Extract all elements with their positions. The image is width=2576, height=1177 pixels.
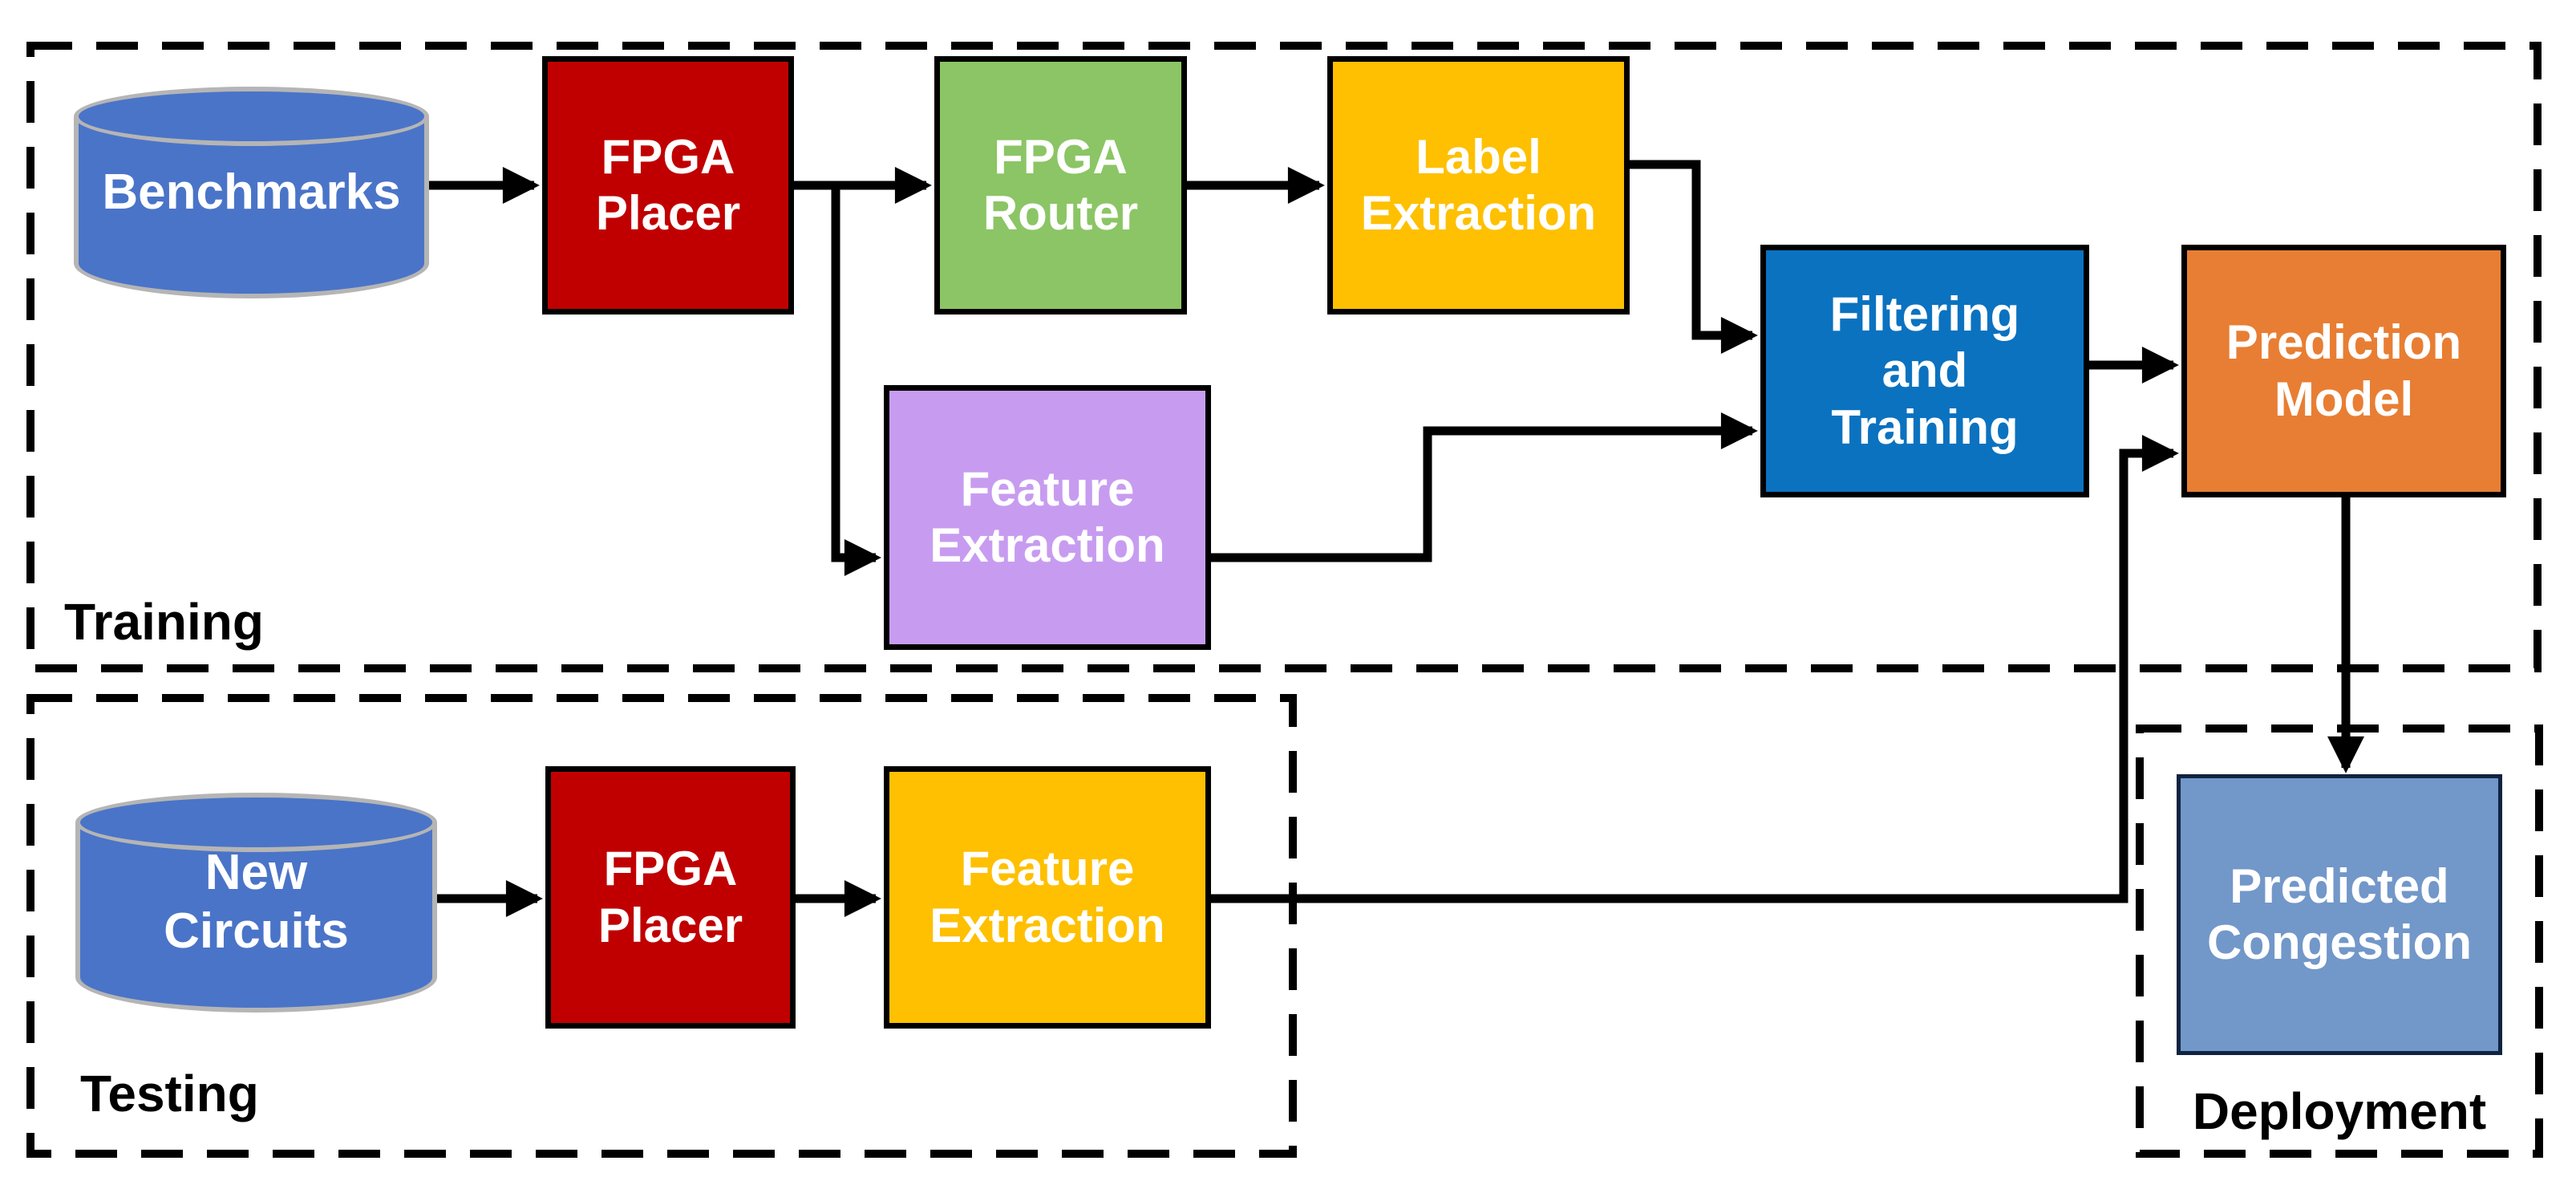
training-section-label: Training	[64, 593, 264, 651]
node-label: Label Extraction	[1360, 129, 1597, 240]
deployment-boundary	[2136, 724, 2543, 1158]
node-label: Filtering and Training	[1829, 287, 2020, 454]
node-label: FPGA Router	[982, 129, 1139, 240]
node-prediction-model: Prediction Model	[2181, 245, 2506, 497]
node-fpga-placer-testing: FPGA Placer	[545, 766, 796, 1029]
node-label: New Circuits	[164, 845, 349, 959]
arrow-label-extraction-to-filtering	[1630, 160, 1758, 354]
database-body	[75, 822, 437, 1013]
node-filtering-and-training: Filtering and Training	[1760, 245, 2089, 497]
deployment-section-label: Deployment	[2192, 1082, 2487, 1140]
node-label: Feature Extraction	[930, 842, 1165, 952]
node-label-extraction: Label Extraction	[1327, 56, 1630, 315]
node-label: FPGA Placer	[597, 842, 743, 952]
arrow-feature-extraction-to-filtering	[1211, 412, 1758, 562]
testing-section-label: Testing	[80, 1065, 259, 1122]
arrow-placer-to-feature-extraction	[831, 185, 881, 576]
node-fpga-router: FPGA Router	[934, 56, 1187, 315]
node-predicted-congestion: Predicted Congestion	[2177, 774, 2502, 1055]
node-label: Predicted Congestion	[2207, 858, 2472, 969]
database-body	[74, 116, 429, 298]
testing-boundary	[26, 694, 1297, 1158]
node-feature-extraction-testing: Feature Extraction	[884, 766, 1211, 1029]
node-new-circuits-database: New Circuits	[75, 793, 437, 1013]
node-fpga-placer-training: FPGA Placer	[542, 56, 794, 315]
node-label: Prediction Model	[2226, 315, 2462, 426]
node-feature-extraction-training: Feature Extraction	[884, 385, 1211, 650]
database-top-ellipse	[75, 793, 437, 852]
database-top-ellipse	[74, 87, 429, 146]
node-label: FPGA Placer	[595, 129, 741, 240]
training-boundary	[26, 42, 2542, 672]
node-label: Feature Extraction	[930, 461, 1165, 572]
node-benchmarks-database: Benchmarks	[74, 87, 429, 298]
node-label: Benchmarks	[102, 164, 401, 220]
arrow-test-features-to-prediction-model	[1211, 435, 2179, 903]
